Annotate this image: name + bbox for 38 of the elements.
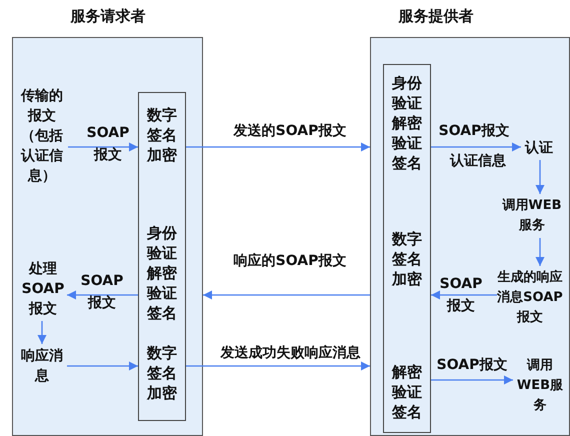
step-text: 数字签名加密 [146, 105, 178, 165]
edge-label: 发送的SOAP报文 [232, 122, 348, 141]
step-label: 处理SOAP报文 [19, 259, 67, 319]
step-text: 数字签名加密 [390, 229, 423, 289]
arrow [431, 376, 513, 384]
edge-label: SOAP报文 [438, 122, 510, 141]
step-label: 调用WEB服务 [497, 196, 567, 236]
step-text: 解密验证签名 [390, 362, 423, 422]
step-label: 生成的响应消息SOAP报文 [497, 268, 563, 328]
step-label: 调用WEB服务 [513, 356, 567, 416]
edge-label: 发送成功失败响应消息 [219, 344, 362, 363]
edge-label: SOAP报文 [80, 272, 124, 313]
panel-heading: 服务提供者 [397, 6, 474, 26]
edge-label: 响应的SOAP报文 [232, 252, 348, 271]
step-label: 响应消息 [17, 346, 67, 386]
arrow [67, 362, 138, 370]
step-text: 身份验证解密验证签名 [390, 73, 423, 173]
edge-label: SOAP报文 [86, 124, 130, 165]
arrow [431, 142, 521, 152]
panel-heading: 服务请求者 [69, 6, 146, 26]
arrow [186, 362, 370, 370]
step-label: 认证 [521, 138, 557, 158]
edge-label: SOAP报文 [436, 356, 508, 375]
step-text: 身份验证解密验证签名 [146, 223, 178, 323]
step-label: 传输的报文（包括认证信息） [16, 86, 68, 186]
arrow [186, 142, 370, 152]
arrow [68, 142, 138, 152]
arrow [536, 238, 544, 266]
note-label: 认证信息 [448, 152, 507, 171]
process-column [383, 64, 431, 433]
arrow [431, 290, 497, 300]
process-column [138, 92, 186, 421]
arrow [203, 290, 370, 300]
arrow [536, 160, 544, 194]
step-text: 数字签名加密 [146, 343, 178, 403]
arrow [67, 290, 138, 300]
edge-label: SOAP报文 [438, 275, 484, 316]
arrow [38, 321, 46, 344]
